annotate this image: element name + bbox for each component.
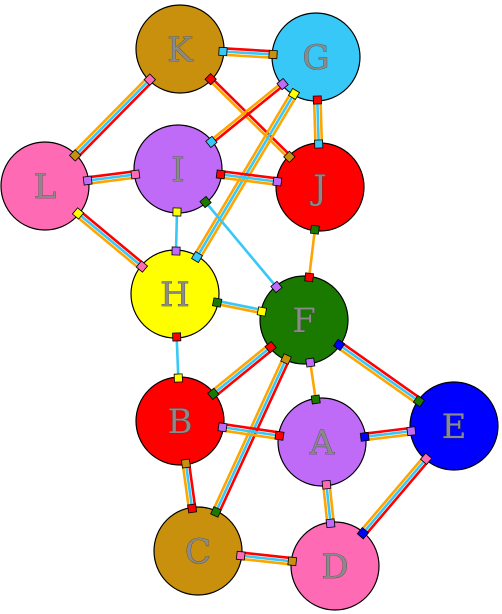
edges-layer <box>41 44 458 571</box>
node-port-marker <box>68 149 82 162</box>
node-port-marker <box>143 73 157 86</box>
node-port-marker <box>207 387 220 401</box>
node-port-marker <box>274 430 285 441</box>
node-port-marker <box>287 87 301 100</box>
node-port-marker <box>406 426 417 437</box>
node-port-marker <box>325 518 336 529</box>
node-port-marker <box>210 506 222 518</box>
node-K[interactable]: K <box>135 4 228 94</box>
node-circle[interactable] <box>290 521 380 611</box>
node-port-marker <box>270 280 283 294</box>
node-port-marker <box>82 175 93 186</box>
node-port-marker <box>264 340 277 354</box>
node-port-marker <box>272 176 283 187</box>
node-F[interactable]: F <box>256 272 349 368</box>
node-port-marker <box>205 135 218 149</box>
node-port-marker <box>412 395 426 408</box>
node-A[interactable]: A <box>274 394 370 490</box>
node-port-marker <box>217 422 228 433</box>
node-label: K <box>167 30 193 70</box>
node-C[interactable]: C <box>153 503 246 596</box>
node-port-marker <box>309 224 320 235</box>
node-port-marker <box>283 150 296 164</box>
node-port-marker <box>280 353 292 365</box>
node-label: B <box>168 402 193 442</box>
node-port-marker <box>419 452 433 465</box>
node-circle[interactable] <box>153 506 243 596</box>
node-E[interactable]: E <box>406 381 499 471</box>
node-circle[interactable] <box>277 397 367 487</box>
node-port-marker <box>312 95 322 105</box>
node-port-marker <box>71 207 85 220</box>
node-port-marker <box>190 251 204 264</box>
node-label: C <box>185 532 211 572</box>
node-label: A <box>309 423 335 463</box>
node-port-marker <box>171 246 181 256</box>
node-port-marker <box>256 306 268 317</box>
node-port-marker <box>172 332 182 342</box>
node-B[interactable]: B <box>135 373 228 469</box>
node-circle[interactable] <box>259 275 349 365</box>
node-port-marker <box>310 394 321 405</box>
node-port-marker <box>332 338 346 351</box>
node-circle[interactable] <box>409 381 499 471</box>
node-port-marker <box>204 72 217 86</box>
node-port-marker <box>199 195 212 209</box>
node-G[interactable]: G <box>268 12 361 105</box>
node-port-marker <box>173 373 183 383</box>
node-port-marker <box>276 77 289 91</box>
node-label: L <box>34 167 57 207</box>
node-label: E <box>442 407 467 447</box>
node-port-marker <box>287 556 298 567</box>
node-J[interactable]: J <box>272 139 365 235</box>
node-port-marker <box>305 357 316 368</box>
node-I[interactable]: I <box>130 124 226 217</box>
node-port-marker <box>356 527 370 540</box>
node-port-marker <box>130 169 141 180</box>
nodes-layer: K G L I J H F B A E C D <box>0 4 499 611</box>
node-port-marker <box>235 550 246 561</box>
node-label: D <box>321 547 348 587</box>
node-port-marker <box>215 169 226 180</box>
node-circle[interactable] <box>0 141 90 231</box>
node-port-marker <box>211 297 223 308</box>
node-port-marker <box>268 49 278 60</box>
node-port-marker <box>180 458 191 469</box>
node-label: I <box>171 150 184 190</box>
node-label: F <box>292 301 316 341</box>
node-port-marker <box>314 139 324 149</box>
node-port-marker <box>304 272 315 283</box>
node-L[interactable]: L <box>0 141 93 231</box>
node-port-marker <box>172 207 182 217</box>
node-port-marker <box>359 431 370 442</box>
node-port-marker <box>187 503 198 514</box>
node-port-marker <box>218 46 228 57</box>
node-port-marker <box>135 260 149 273</box>
node-label: G <box>302 38 329 78</box>
node-H[interactable]: H <box>130 246 223 342</box>
node-label: J <box>310 168 327 208</box>
node-port-marker <box>321 479 332 490</box>
node-D[interactable]: D <box>287 518 380 611</box>
node-label: H <box>160 275 190 315</box>
